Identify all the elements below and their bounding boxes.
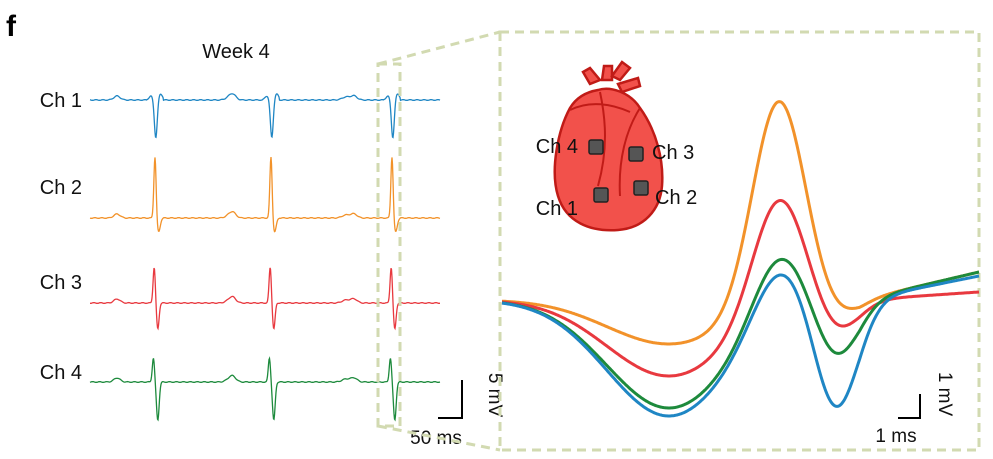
overview-scale-time: 50 ms <box>410 428 462 449</box>
electrode-ch4 <box>588 139 604 155</box>
overview-trace-ch1 <box>89 93 441 139</box>
overview-title: Week 4 <box>202 41 269 63</box>
zoom-target-box <box>498 30 981 452</box>
zoom-scale-time: 1 ms <box>875 426 916 447</box>
electrode-ch1 <box>593 187 609 203</box>
zoom-connector-bottom <box>377 424 501 452</box>
panel-letter: f <box>6 10 17 43</box>
electrode-ch3 <box>628 146 644 162</box>
overview-scale-bar <box>438 380 463 419</box>
heart-label-ch2: Ch 2 <box>655 187 697 209</box>
heart-vessels <box>581 60 642 94</box>
overview-scale-amplitude: 5 mV <box>484 373 505 418</box>
heart-illustration: Ch 4 Ch 3 Ch 1 Ch 2 <box>536 60 697 232</box>
overview-trace-ch3 <box>90 267 440 331</box>
zoom-panel: Ch 4 Ch 3 Ch 1 Ch 2 1 mV 1 ms <box>501 60 980 447</box>
zoom-connector-top <box>377 30 501 66</box>
heart-label-ch3: Ch 3 <box>652 142 694 164</box>
heart-coronary-lines <box>569 91 641 197</box>
heart-label-ch1: Ch 1 <box>536 198 578 220</box>
zoom-scale-bar <box>898 394 921 419</box>
zoom-trace-ch4 <box>501 257 980 410</box>
channel-label-ch3: Ch 3 <box>40 272 82 294</box>
overview-trace-ch4 <box>89 356 441 422</box>
electrode-ch2 <box>633 180 649 196</box>
overview-trace-ch2 <box>89 157 441 233</box>
zoom-trace-ch1 <box>501 273 980 418</box>
zoom-indicator <box>376 30 981 452</box>
heart-label-ch4: Ch 4 <box>536 136 578 158</box>
channel-label-ch1: Ch 1 <box>40 90 82 112</box>
overview-panel: Week 4 Ch 1 Ch 2 Ch 3 Ch 4 5 mV 50 ms <box>40 41 505 449</box>
channel-label-ch4: Ch 4 <box>40 362 82 384</box>
channel-label-ch2: Ch 2 <box>40 177 82 199</box>
zoom-source-box <box>376 62 402 428</box>
zoom-trace-ch3 <box>501 199 980 378</box>
zoom-scale-amplitude: 1 mV <box>934 372 955 417</box>
